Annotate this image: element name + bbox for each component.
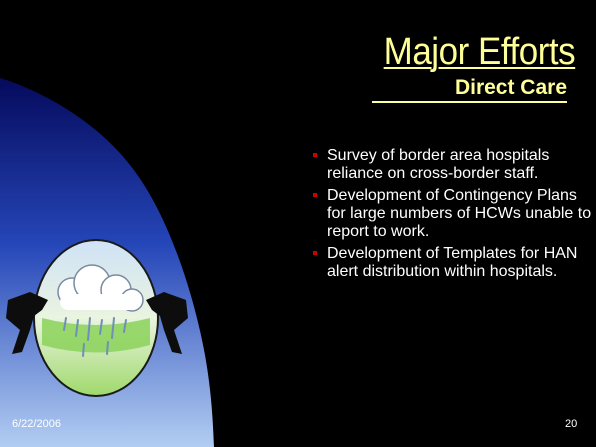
bullet-list: Survey of border area hospitals reliance…	[305, 147, 595, 285]
bullet-marker-icon	[313, 251, 317, 255]
bullet-text: Development of Templates for HAN alert d…	[327, 245, 578, 280]
bullet-text: Survey of border area hospitals reliance…	[327, 147, 550, 182]
slide-subtitle: Direct Care	[372, 76, 567, 103]
page-number: 20	[565, 418, 578, 430]
bullet-marker-icon	[313, 193, 317, 197]
bullet-item: Development of Contingency Plans for lar…	[305, 187, 595, 241]
bullet-text: Development of Contingency Plans for lar…	[327, 187, 592, 240]
rain-cloud-over-globe-with-hands-icon	[6, 239, 188, 397]
slide-title: Major Efforts	[383, 31, 575, 73]
bullet-item: Survey of border area hospitals reliance…	[305, 147, 595, 183]
footer-date: 6/22/2006	[12, 418, 61, 430]
bullet-item: Development of Templates for HAN alert d…	[305, 245, 595, 281]
bullet-marker-icon	[313, 153, 317, 157]
